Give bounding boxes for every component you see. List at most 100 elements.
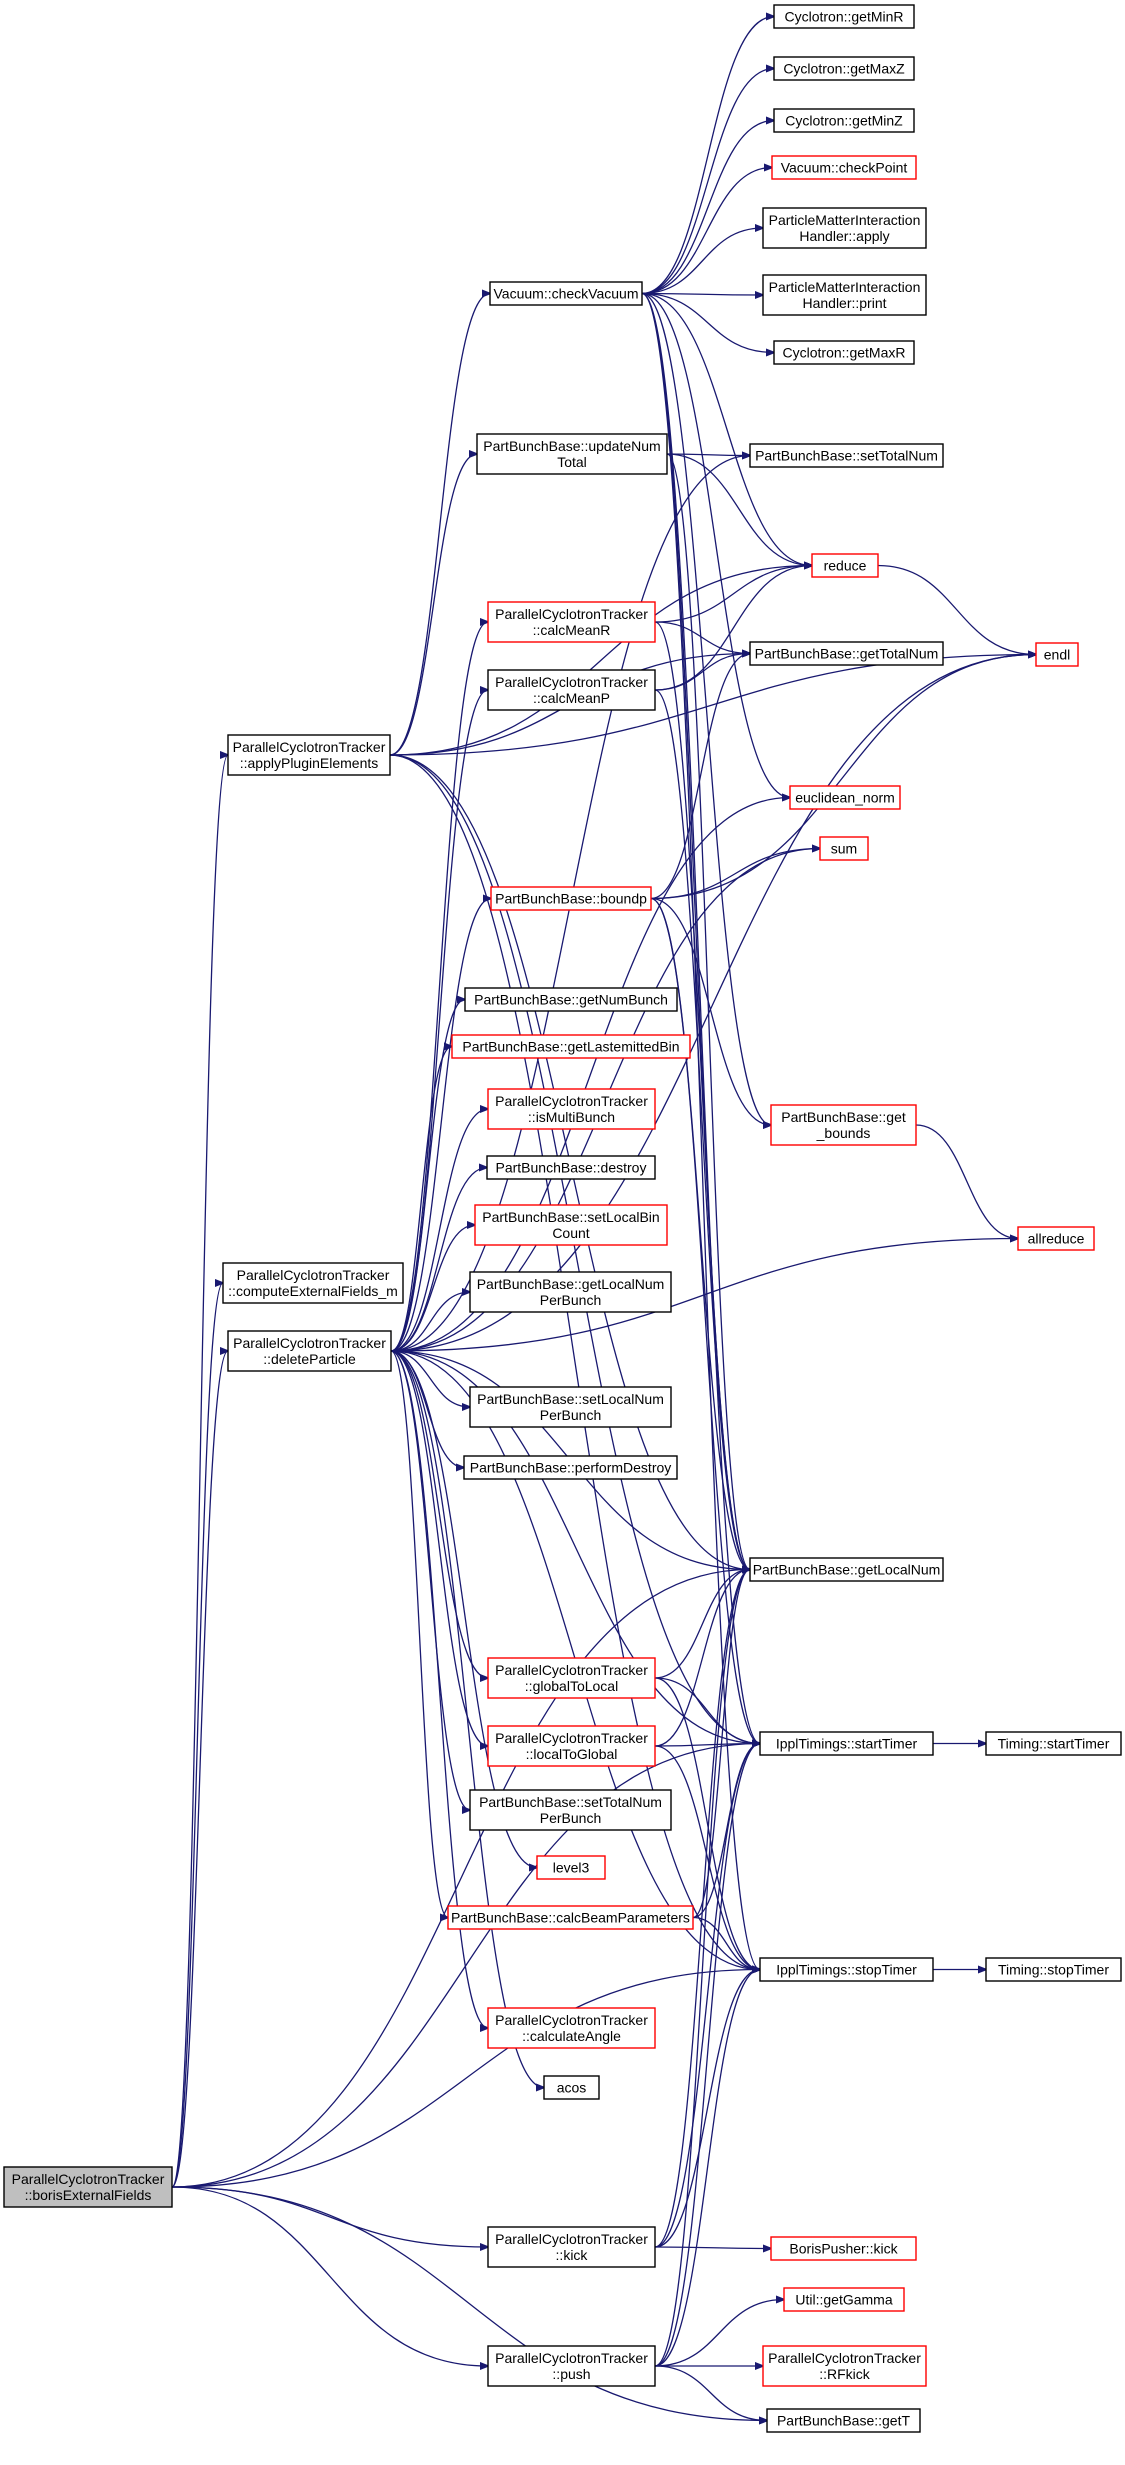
node-ipplstarttimer[interactable]: IpplTimings::startTimer — [759, 1731, 934, 1756]
node-calcbeamparameters[interactable]: PartBunchBase::calcBeamParameters — [447, 1905, 694, 1930]
call-edge — [171, 1570, 750, 2188]
node-box — [487, 2226, 656, 2268]
node-calcmeanr[interactable]: ParallelCyclotronTracker::calcMeanR — [487, 601, 656, 643]
call-edge — [641, 121, 774, 295]
node-getnumbunch[interactable]: PartBunchBase::getNumBunch — [464, 987, 678, 1012]
node-box — [487, 1657, 656, 1699]
node-label: PartBunchBase::getLocalNum — [477, 1276, 665, 1292]
node-label: ParallelCyclotronTracker — [495, 606, 648, 622]
node-label: ::kick — [556, 2247, 589, 2263]
call-edge — [654, 1677, 760, 1970]
node-label: ParallelCyclotronTracker — [768, 2350, 921, 2366]
node-label: ParallelCyclotronTracker — [495, 2350, 648, 2366]
call-edge — [390, 1350, 488, 2028]
node-label: PerBunch — [540, 1292, 601, 1308]
node-getmaxz[interactable]: Cyclotron::getMaxZ — [773, 56, 915, 81]
node-label: ParallelCyclotronTracker — [495, 1730, 648, 1746]
node-checkvacuum[interactable]: Vacuum::checkVacuum — [489, 281, 643, 306]
call-edge — [171, 2186, 767, 2421]
call-edge — [641, 292, 760, 1970]
call-edge — [654, 1570, 750, 1679]
node-label: ::RFkick — [819, 2366, 871, 2382]
node-box — [783, 2287, 905, 2312]
call-edge — [654, 1570, 750, 1747]
node-label: PartBunchBase::getLocalNum — [753, 1562, 941, 1578]
call-edge — [171, 2186, 488, 2247]
node-deleteparticle[interactable]: ParallelCyclotronTracker::deleteParticle — [227, 1330, 392, 1372]
node-gett[interactable]: PartBunchBase::getT — [766, 2408, 921, 2433]
call-edge — [641, 69, 774, 295]
node-boundp[interactable]: PartBunchBase::boundp — [490, 886, 652, 911]
node-box — [749, 1557, 944, 1582]
node-label: ParallelCyclotronTracker — [495, 2231, 648, 2247]
node-label: ::localToGlobal — [526, 1746, 618, 1762]
node-globaltolocal[interactable]: ParallelCyclotronTracker::globalToLocal — [487, 1657, 656, 1699]
call-edge — [654, 1570, 750, 2248]
node-label: ::calcMeanR — [533, 622, 611, 638]
call-edge — [390, 1109, 488, 1352]
call-edge — [654, 1970, 760, 2248]
node-timingstarttimer[interactable]: Timing::startTimer — [985, 1731, 1122, 1756]
node-gettotalnum[interactable]: PartBunchBase::getTotalNum — [749, 641, 944, 666]
node-getbounds[interactable]: PartBunchBase::get_bounds — [770, 1104, 917, 1146]
call-edge — [390, 1350, 488, 1678]
node-box — [771, 155, 917, 180]
node-boriskick[interactable]: BorisPusher::kick — [770, 2236, 917, 2261]
node-calcmeanp[interactable]: ParallelCyclotronTracker::calcMeanP — [487, 669, 656, 711]
node-destroy[interactable]: PartBunchBase::destroy — [486, 1155, 656, 1180]
node-localtoglobal[interactable]: ParallelCyclotronTracker::localToGlobal — [487, 1725, 656, 1767]
call-edge — [666, 454, 750, 456]
node-label: acos — [557, 2080, 587, 2096]
node-getminr[interactable]: Cyclotron::getMinR — [773, 4, 915, 29]
call-edge — [915, 1124, 1018, 1239]
node-label: PartBunchBase::setTotalNum — [755, 448, 938, 464]
node-checkpoint[interactable]: Vacuum::checkPoint — [771, 155, 917, 180]
node-acos[interactable]: acos — [543, 2075, 600, 2100]
node-endl[interactable]: endl — [1035, 642, 1079, 667]
call-edge — [654, 2247, 771, 2249]
node-label: PartBunchBase::get — [781, 1109, 906, 1125]
node-getlastemittedbin[interactable]: PartBunchBase::getLastemittedBin — [451, 1034, 691, 1059]
call-edge — [390, 1350, 448, 1918]
node-box — [762, 2345, 927, 2387]
node-ismultibunch[interactable]: ParallelCyclotronTracker::isMultiBunch — [487, 1088, 656, 1130]
node-computeexternalfields-m[interactable]: ParallelCyclotronTracker::computeExterna… — [222, 1262, 404, 1304]
node-label: Cyclotron::getMinR — [784, 9, 903, 25]
node-kick[interactable]: ParallelCyclotronTracker::kick — [487, 2226, 656, 2268]
node-label: euclidean_norm — [795, 790, 895, 806]
node-label: PerBunch — [540, 1407, 601, 1423]
node-applypluginelements[interactable]: ParallelCyclotronTracker::applyPluginEle… — [227, 734, 391, 776]
node-getmaxr[interactable]: Cyclotron::getMaxR — [773, 340, 915, 365]
node-euclidean-norm[interactable]: euclidean_norm — [789, 785, 901, 810]
node-getlocalnum[interactable]: PartBunchBase::getLocalNum — [749, 1557, 944, 1582]
node-settotalnum[interactable]: PartBunchBase::setTotalNum — [749, 443, 944, 468]
node-label: Cyclotron::getMinZ — [785, 113, 903, 129]
node-level3[interactable]: level3 — [536, 1855, 606, 1880]
node-borisexternalfields[interactable]: ParallelCyclotronTracker::borisExternalF… — [3, 2166, 173, 2208]
node-label: ParticleMatterInteraction — [769, 212, 921, 228]
node-rfkick[interactable]: ParallelCyclotronTracker::RFkick — [762, 2345, 927, 2387]
node-timingstoptimer[interactable]: Timing::stopTimer — [985, 1957, 1122, 1982]
node-ipplstoptimer[interactable]: IpplTimings::stopTimer — [759, 1957, 934, 1982]
node-reduce[interactable]: reduce — [811, 553, 879, 578]
node-box — [543, 2075, 600, 2100]
node-calculateangle[interactable]: ParallelCyclotronTracker::calculateAngle — [487, 2007, 656, 2049]
node-push[interactable]: ParallelCyclotronTracker::push — [487, 2345, 656, 2387]
node-allreduce[interactable]: allreduce — [1017, 1226, 1095, 1251]
node-getminz[interactable]: Cyclotron::getMinZ — [773, 108, 915, 133]
node-label: Vacuum::checkVacuum — [494, 286, 639, 302]
node-getgamma[interactable]: Util::getGamma — [783, 2287, 905, 2312]
node-box — [486, 1155, 656, 1180]
node-performdestroy[interactable]: PartBunchBase::performDestroy — [463, 1455, 678, 1480]
node-box — [811, 553, 879, 578]
node-sum[interactable]: sum — [819, 836, 869, 861]
node-label: ::push — [552, 2366, 590, 2382]
node-box — [451, 1034, 691, 1059]
